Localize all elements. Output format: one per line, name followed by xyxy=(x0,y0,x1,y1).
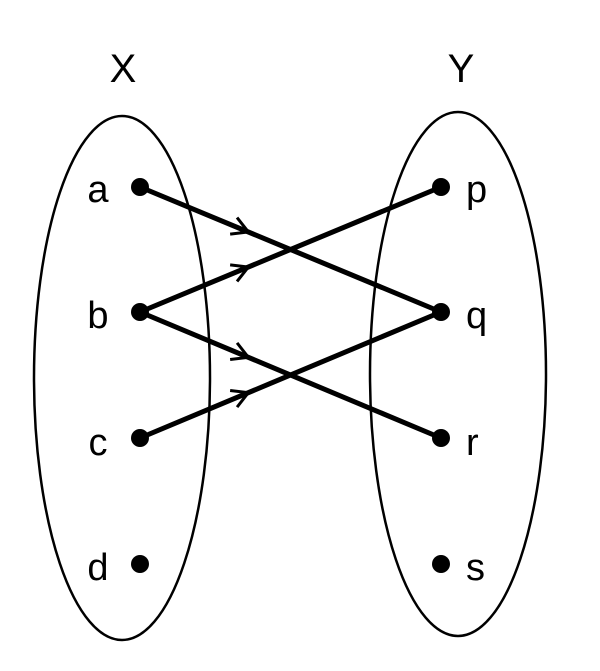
mapping-line-c-q xyxy=(137,309,444,441)
mapping-arrows xyxy=(229,216,252,409)
mapping-arrow-c-q xyxy=(229,389,252,409)
element-dot-c xyxy=(131,429,149,447)
mapping-arrow-b-r xyxy=(229,341,252,361)
set-ellipses xyxy=(32,110,548,642)
element-dot-r xyxy=(432,429,450,447)
mapping-lines xyxy=(137,184,444,441)
element-label-b: b xyxy=(87,295,108,337)
element-label-a: a xyxy=(87,169,109,211)
element-dots xyxy=(131,178,450,573)
element-label-p: p xyxy=(466,169,487,211)
element-label-r: r xyxy=(466,422,479,464)
element-dot-a xyxy=(131,178,149,196)
mapping-arrow-b-p xyxy=(229,263,252,283)
element-label-c: c xyxy=(89,422,108,464)
element-label-q: q xyxy=(466,295,487,337)
set-y-ellipse xyxy=(368,110,548,638)
set-y-title: Y xyxy=(448,47,475,91)
element-label-s: s xyxy=(466,547,485,589)
mapping-arrow-a-q xyxy=(229,216,252,236)
element-dot-b xyxy=(131,303,149,321)
element-label-d: d xyxy=(87,547,108,589)
set-x-ellipse xyxy=(32,114,212,642)
set-x-title: X xyxy=(110,47,137,91)
mapping-line-b-p xyxy=(137,184,444,315)
element-dot-s xyxy=(432,555,450,573)
element-dot-p xyxy=(432,178,450,196)
element-dot-q xyxy=(432,303,450,321)
element-dot-d xyxy=(131,555,149,573)
